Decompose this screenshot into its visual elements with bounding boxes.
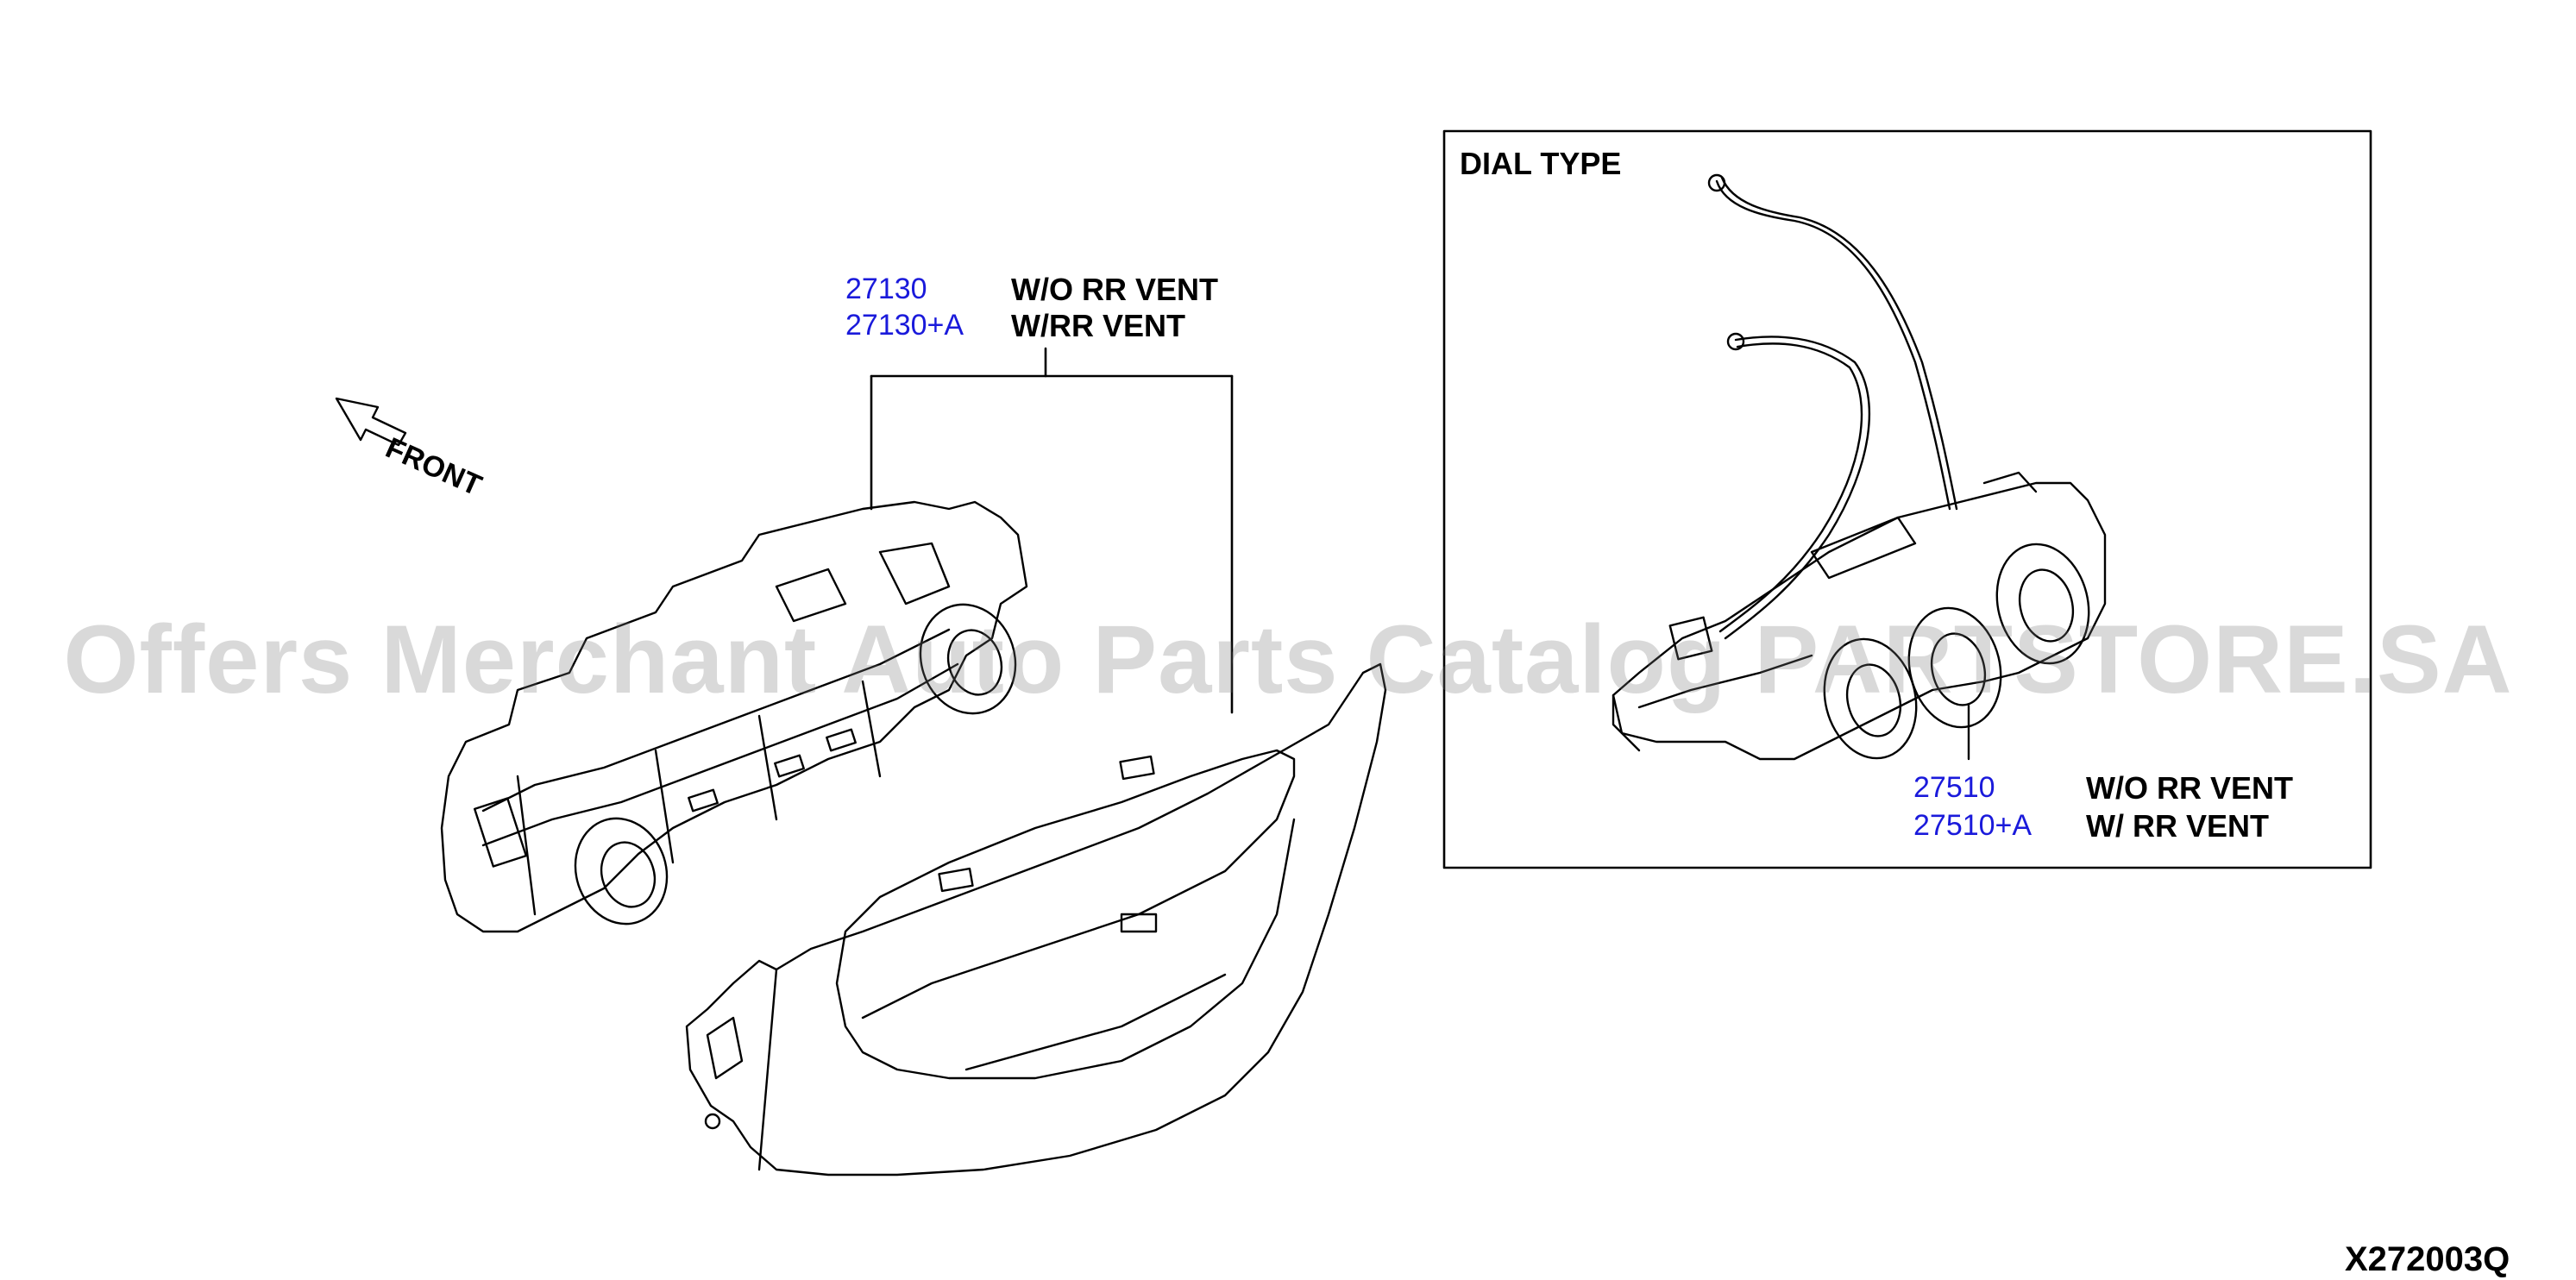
bezel-panel-drawing (685, 662, 1387, 1176)
callout-bracket-27130 (870, 347, 1234, 714)
note-dial-w-rr-vent: W/ RR VENT (2086, 808, 2269, 844)
part-number-27130[interactable]: 27130 (845, 273, 927, 305)
dial-type-frame (1442, 129, 2372, 869)
note-dial-wo-rr-vent: W/O RR VENT (2086, 770, 2293, 806)
watermark-text: Offers Merchant Auto Parts Catalog PARTS… (63, 605, 2513, 713)
dial-type-title: DIAL TYPE (1460, 146, 1622, 181)
front-arrow-icon (335, 397, 407, 447)
part-number-27510[interactable]: 27510 (1913, 771, 1995, 804)
heater-control-unit-drawing (440, 500, 1028, 933)
dial-control-unit-drawing (1612, 173, 2107, 761)
part-number-27510a[interactable]: 27510+A (1913, 809, 2033, 842)
diagram-code: X272003Q (2345, 1240, 2510, 1278)
note-w-rr-vent: W/RR VENT (1011, 308, 1185, 343)
part-number-27130a[interactable]: 27130+A (845, 309, 964, 342)
note-wo-rr-vent: W/O RR VENT (1011, 272, 1218, 307)
